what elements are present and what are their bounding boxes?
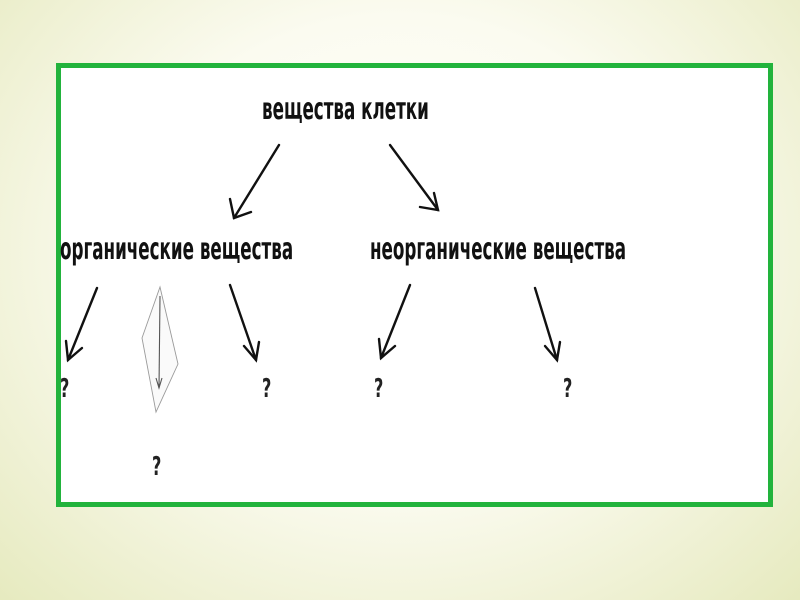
- unknown-node-3: ?: [374, 374, 383, 404]
- arrow-root-to-organic: [230, 145, 279, 218]
- arrow-organic-to-q5: [142, 287, 178, 412]
- unknown-node-5: ?: [152, 452, 161, 482]
- unknown-node-1: ?: [60, 374, 69, 404]
- arrow-organic-to-q2: [230, 285, 259, 360]
- arrow-organic-to-q1: [66, 288, 97, 360]
- organic-node-label: органические вещества: [60, 232, 293, 267]
- arrow-inorganic-to-q4: [535, 288, 560, 360]
- root-node-label: вещества клетки: [262, 92, 429, 127]
- unknown-node-4: ?: [563, 374, 572, 404]
- arrow-root-to-inorganic: [390, 145, 438, 210]
- inorganic-node-label: неорганические вещества: [370, 232, 626, 267]
- unknown-node-2: ?: [262, 374, 271, 404]
- arrow-inorganic-to-q3: [379, 285, 410, 358]
